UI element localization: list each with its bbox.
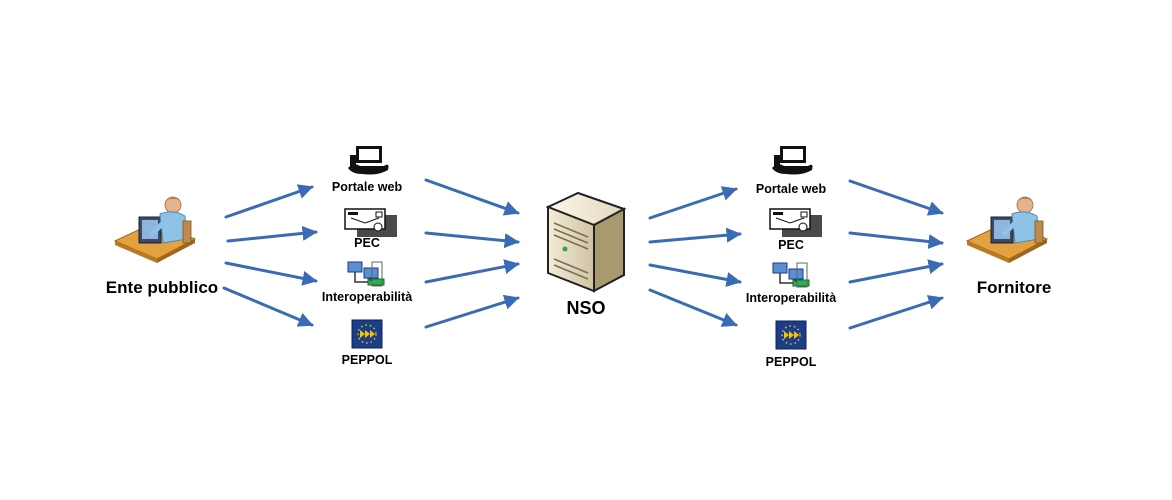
arrow-peppol-to-fornitore [848,295,944,330]
computer-icon [772,146,813,175]
arrow-interop-to-nso [424,259,520,284]
arrow-nso-to-portale [648,186,738,220]
user-at-computer-icon [965,196,1049,263]
envelope-icon [769,208,822,237]
server-tower-icon [545,191,627,293]
right-channel-label-peppol: PEPPOL [765,355,817,369]
arrow-nso-to-pec [648,227,742,244]
arrows [222,178,944,330]
arrow-nso-to-peppol [648,288,738,327]
arrow-nso-to-interop [648,263,742,287]
right-channel-label-portale: Portale web [755,182,827,196]
arrow-ente-to-interop [224,261,318,286]
arrow-portale-to-fornitore [848,179,944,216]
arrow-ente-to-pec [226,225,318,243]
arrow-peppol-to-nso [424,294,520,329]
arrow-portale-to-nso [424,178,520,216]
arrow-ente-to-portale [224,184,314,219]
left-channel-label-portale: Portale web [331,180,403,194]
arrow-interop-to-fornitore [848,259,944,284]
network-computers-icon [347,261,385,287]
ente-pubblico-label: Ente pubblico [105,278,219,297]
fornitore-label: Fornitore [976,278,1052,297]
right-channel-label-interop: Interoperabilità [745,291,837,305]
nso-label: NSO [566,298,606,318]
peppol-logo-icon [351,319,383,349]
arrow-ente-to-peppol [222,286,314,327]
envelope-icon [344,208,397,237]
left-channel-label-pec: PEC [354,236,380,250]
peppol-logo-icon [775,320,807,350]
arrow-pec-to-fornitore [848,231,944,249]
right-channel-label-pec: PEC [778,238,804,252]
user-at-computer-icon [113,196,197,263]
network-computers-icon [772,262,810,288]
computer-icon [348,146,389,175]
arrow-pec-to-nso [424,231,520,249]
left-channel-label-peppol: PEPPOL [341,353,393,367]
left-channel-label-interop: Interoperabilità [321,290,413,304]
